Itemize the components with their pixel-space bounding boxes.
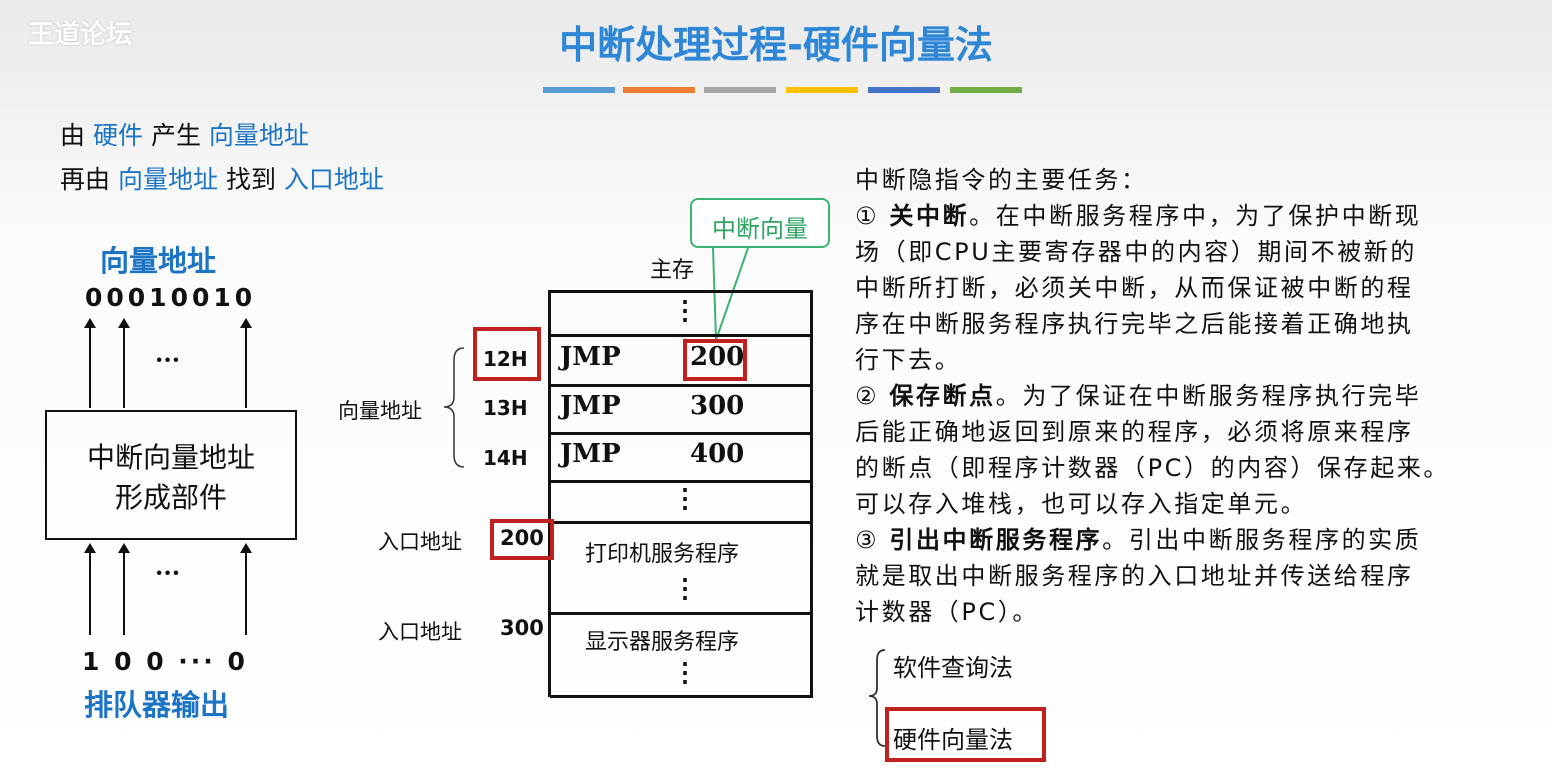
ellipsis: ··· bbox=[155, 558, 181, 587]
vertical-ellipsis: ⋮ bbox=[672, 296, 698, 326]
text-line: 可以存入堆栈，也可以存入指定单元。 bbox=[855, 490, 1308, 518]
printer-service-routine: 打印机服务程序 bbox=[585, 542, 740, 567]
callout-box: 中断向量 bbox=[690, 198, 830, 248]
watermark: 王道论坛 bbox=[28, 20, 133, 50]
display-service-routine: 显示器服务程序 bbox=[585, 630, 740, 655]
memory-address: 12H bbox=[483, 347, 528, 371]
memory-left-edge bbox=[548, 290, 551, 697]
memory-title: 主存 bbox=[650, 258, 695, 283]
brace-icon bbox=[443, 347, 465, 468]
accent-bar bbox=[950, 87, 1022, 93]
text-line: 就是取出中断服务程序的入口地址并传送给程序 bbox=[855, 562, 1414, 590]
text: 向量地址 bbox=[117, 165, 218, 194]
entry-address-value: 200 bbox=[500, 526, 544, 550]
vertical-ellipsis: ⋮ bbox=[672, 574, 698, 604]
text-line: 场（即CPU主要寄存器中的内容）期间不被新的 bbox=[855, 238, 1417, 266]
memory-value: 400 bbox=[690, 439, 745, 469]
task-2: ② 保存断点。为了保证在中断服务程序执行完毕 bbox=[855, 376, 1421, 411]
task-1: ① 关中断。在中断服务程序中，为了保护中断现 bbox=[855, 196, 1421, 231]
text: 由 bbox=[60, 121, 86, 150]
memory-value: 300 bbox=[690, 391, 745, 421]
hardware-vector-method: 硬件向量法 bbox=[893, 726, 1013, 754]
accent-bar bbox=[623, 87, 695, 93]
text: ③ bbox=[855, 526, 880, 554]
entry-address-label: 入口地址 bbox=[378, 620, 462, 644]
arrow-up-icon bbox=[84, 543, 96, 635]
memory-op: JMP bbox=[560, 342, 621, 372]
memory-value: 200 bbox=[690, 342, 745, 372]
accent-bar bbox=[543, 87, 615, 93]
text: 。为了保证在中断服务程序执行完毕 bbox=[995, 382, 1422, 410]
unit-label: 形成部件 bbox=[114, 481, 227, 514]
vector-address-label: 向量地址 bbox=[100, 244, 217, 278]
text-line: 的断点（即程序计数器（PC）的内容）保存起来。 bbox=[855, 454, 1451, 482]
text-line: 后能正确地返回到原来的程序，必须将原来程序 bbox=[855, 418, 1414, 446]
text: ② bbox=[855, 382, 880, 410]
highlight-box bbox=[490, 519, 554, 560]
highlight-box bbox=[885, 707, 1046, 762]
tasks-heading: 中断隐指令的主要任务： bbox=[855, 166, 1148, 194]
vector-address-bits: 00010010 bbox=[85, 283, 257, 312]
software-polling-method: 软件查询法 bbox=[893, 654, 1013, 682]
vertical-ellipsis: ⋮ bbox=[672, 484, 698, 514]
accent-bar bbox=[868, 87, 940, 93]
arrow-up-icon bbox=[84, 318, 96, 408]
intro-line-1: 由 硬件 产生 向量地址 bbox=[60, 116, 309, 152]
text: 保存断点 bbox=[889, 382, 996, 410]
arrow-up-icon bbox=[118, 543, 130, 635]
memory-right-edge bbox=[810, 290, 813, 697]
highlight-box bbox=[683, 339, 747, 381]
text-line: 序在中断服务程序执行完毕之后能接着正确地执 bbox=[855, 310, 1414, 338]
text: 引出中断服务程序 bbox=[889, 526, 1103, 554]
text: 。在中断服务程序中，为了保护中断现 bbox=[969, 202, 1422, 230]
text: 再由 bbox=[60, 165, 111, 194]
vector-address-group-label: 向量地址 bbox=[338, 399, 422, 423]
unit-label: 中断向量地址 bbox=[86, 441, 255, 474]
memory-op: JMP bbox=[560, 439, 621, 469]
arrow-up-icon bbox=[118, 318, 130, 408]
entry-address-value: 300 bbox=[500, 616, 544, 640]
queue-output-label: 排队器输出 bbox=[84, 688, 230, 722]
text-line: 行下去。 bbox=[855, 346, 962, 374]
slide-title: 中断处理过程-硬件向量法 bbox=[559, 23, 993, 67]
arrow-up-icon bbox=[240, 543, 252, 635]
arrow-up-icon bbox=[240, 318, 252, 408]
memory-address: 13H bbox=[483, 396, 528, 420]
memory-op: JMP bbox=[560, 391, 621, 421]
text: 向量地址 bbox=[208, 121, 309, 150]
text: 入口地址 bbox=[283, 165, 384, 194]
highlight-box bbox=[473, 327, 541, 381]
queue-output-bits: 1 0 0 ··· 0 bbox=[82, 647, 248, 676]
vector-address-unit: 中断向量地址 形成部件 bbox=[45, 410, 297, 540]
ellipsis: ··· bbox=[155, 345, 181, 374]
memory-address: 14H bbox=[483, 446, 528, 470]
text-line: 计数器（PC）。 bbox=[855, 598, 1040, 626]
text-line: 中断所打断，必须关中断，从而保证被中断的程 bbox=[855, 274, 1414, 302]
text: ① bbox=[855, 202, 880, 230]
task-3: ③ 引出中断服务程序。引出中断服务程序的实质 bbox=[855, 520, 1421, 555]
text: 产生 bbox=[150, 121, 201, 150]
accent-bar bbox=[704, 87, 776, 93]
text: 。引出中断服务程序的实质 bbox=[1102, 526, 1422, 554]
entry-address-label: 入口地址 bbox=[378, 530, 462, 554]
vertical-ellipsis: ⋮ bbox=[672, 658, 698, 688]
callout-label: 中断向量 bbox=[712, 215, 808, 243]
text: 关中断 bbox=[889, 202, 970, 230]
text: 硬件 bbox=[92, 121, 143, 150]
accent-bar bbox=[786, 87, 858, 93]
intro-line-2: 再由 向量地址 找到 入口地址 bbox=[60, 160, 384, 196]
brace-icon bbox=[868, 649, 886, 747]
text: 找到 bbox=[225, 165, 276, 194]
